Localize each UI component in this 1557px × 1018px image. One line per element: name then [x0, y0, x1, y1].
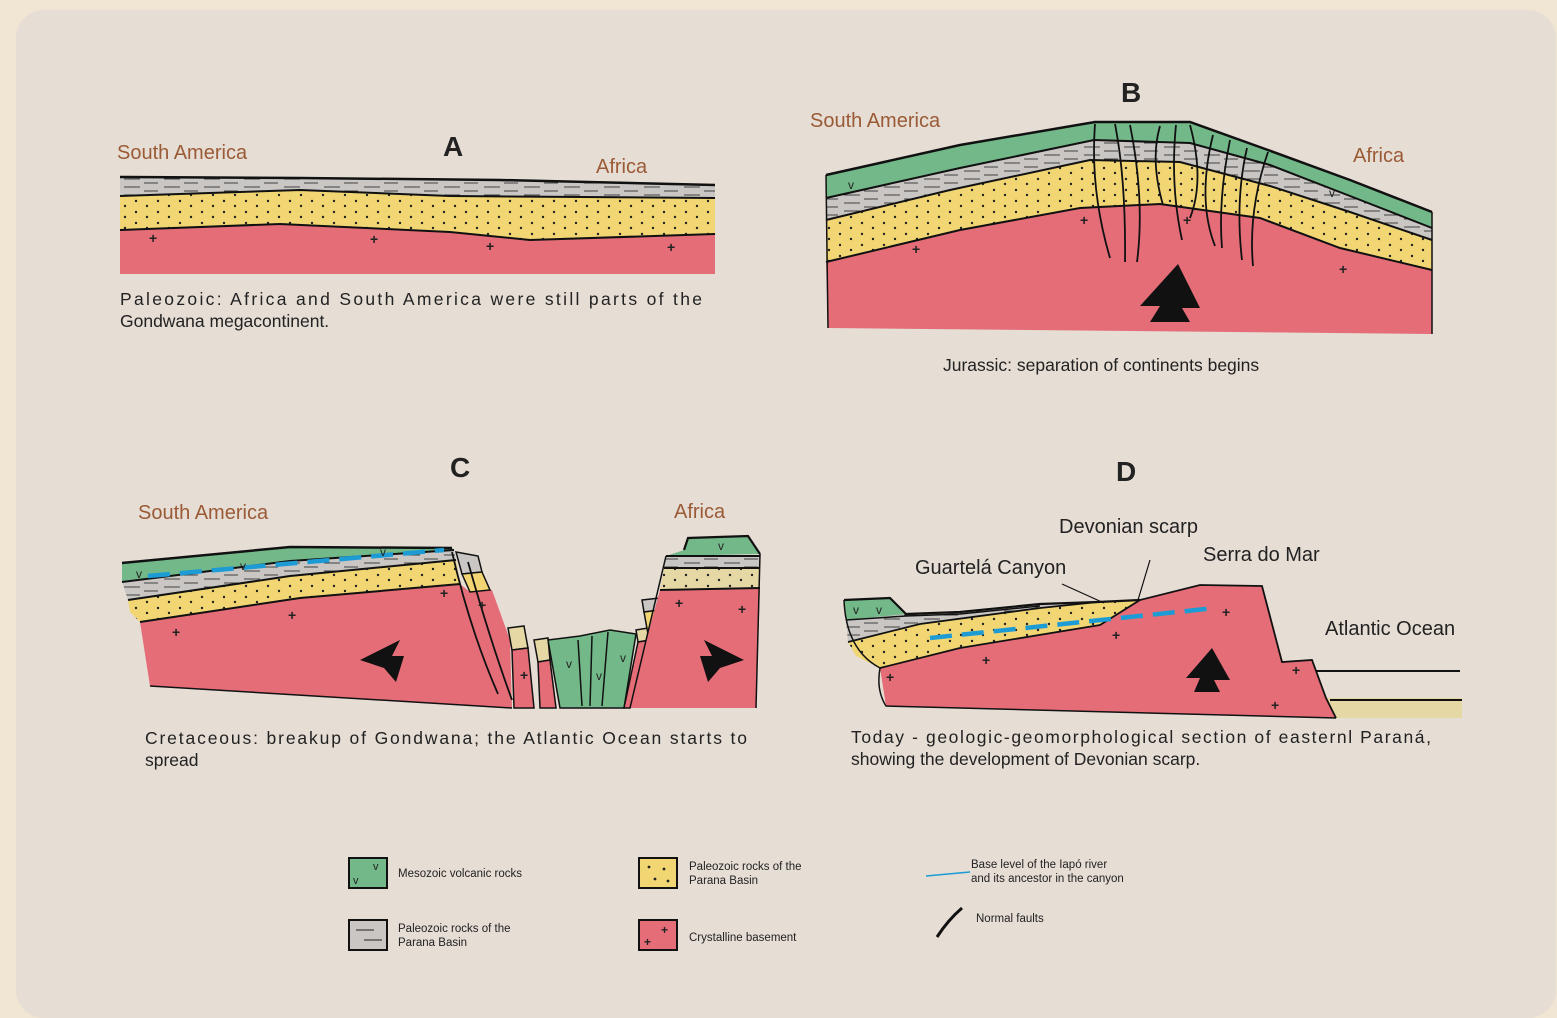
svg-text:v: v: [876, 603, 882, 617]
svg-text:+: +: [520, 667, 528, 683]
svg-text:v: v: [596, 669, 602, 683]
section-d-letter: D: [1116, 456, 1136, 487]
svg-text:v: v: [566, 657, 572, 671]
legend-label-sandstone-1: Paleozoic rocks of the: [689, 861, 802, 873]
section-a-letter: A: [443, 131, 463, 162]
label-guartela-canyon: Guartelá Canyon: [915, 557, 1066, 579]
caption-a-line1: Paleozoic: Africa and South America were…: [120, 289, 702, 309]
label-south-america-a: South America: [117, 142, 248, 164]
svg-text:+: +: [912, 241, 920, 257]
legend-swatch-sandstone: [639, 858, 677, 888]
legend-swatch-shale: [349, 920, 387, 950]
svg-text:v: v: [240, 559, 246, 573]
label-africa-c: Africa: [674, 501, 726, 523]
label-devonian-scarp: Devonian scarp: [1059, 516, 1198, 538]
legend-swatch-basement: + +: [639, 920, 677, 950]
legend-label-basement: Crystalline basement: [689, 932, 797, 944]
section-b-letter: B: [1121, 77, 1141, 108]
svg-text:+: +: [486, 238, 494, 254]
section-d: v v + + + + + + D Devonian scarp Guartel…: [844, 456, 1462, 769]
legend-label-volcanic: Mesozoic volcanic rocks: [398, 868, 522, 880]
svg-text:+: +: [1183, 212, 1191, 228]
legend-label-shale-1: Paleozoic rocks of the: [398, 923, 511, 935]
svg-text:v: v: [353, 875, 359, 887]
legend-label-faults: Normal faults: [976, 913, 1044, 925]
svg-text:+: +: [288, 607, 296, 623]
svg-text:+: +: [1112, 627, 1120, 643]
svg-text:+: +: [982, 652, 990, 668]
svg-text:+: +: [172, 624, 180, 640]
svg-text:v: v: [380, 545, 386, 559]
svg-text:v: v: [848, 178, 854, 192]
legend-swatch-volcanic: v v: [349, 858, 387, 888]
svg-text:+: +: [1339, 261, 1347, 277]
legend-symbol-fault: [937, 908, 962, 937]
legend: v v Mesozoic volcanic rocks Paleozoic ro…: [349, 858, 1124, 950]
caption-a-line2: Gondwana megacontinent.: [120, 311, 329, 331]
svg-text:+: +: [738, 601, 746, 617]
svg-text:v: v: [853, 603, 859, 617]
section-c-letter: C: [450, 452, 470, 483]
legend-label-river-2: and its ancestor in the canyon: [971, 873, 1124, 885]
label-south-america-b: South America: [810, 110, 941, 132]
legend-label-river-1: Base level of the Iapó river: [971, 859, 1107, 871]
caption-b: Jurassic: separation of continents begin…: [943, 355, 1259, 375]
legend-label-shale-2: Parana Basin: [398, 937, 467, 949]
svg-text:v: v: [620, 651, 626, 665]
label-serra-do-mar: Serra do Mar: [1203, 544, 1320, 566]
caption-c-line2: spread: [145, 750, 199, 770]
caption-d-line1: Today - geologic-geomorphological sectio…: [851, 727, 1431, 747]
section-c: v v v v v v v + + + + + + + C South Amer…: [122, 452, 760, 770]
svg-text:v: v: [1329, 186, 1335, 200]
label-africa-a: Africa: [596, 156, 648, 178]
svg-text:v: v: [718, 539, 724, 553]
section-b: v v + + + + B South America Africa Juras…: [810, 77, 1432, 375]
svg-text:+: +: [370, 231, 378, 247]
svg-text:+: +: [675, 595, 683, 611]
svg-text:+: +: [886, 669, 894, 685]
volcanic-layer-right: [666, 536, 760, 556]
label-south-america-c: South America: [138, 502, 269, 524]
legend-symbol-river: [926, 872, 970, 876]
caption-c-line1: Cretaceous: breakup of Gondwana; the Atl…: [145, 728, 747, 748]
svg-text:+: +: [1080, 212, 1088, 228]
label-africa-b: Africa: [1353, 145, 1405, 167]
section-a: + + + + A South America Africa Paleozoic…: [117, 131, 715, 331]
svg-text:+: +: [478, 597, 486, 613]
svg-text:+: +: [1292, 662, 1300, 678]
svg-text:+: +: [667, 239, 675, 255]
caption-d-line2: showing the development of Devonian scar…: [851, 749, 1200, 769]
svg-text:+: +: [644, 935, 651, 949]
svg-text:+: +: [440, 585, 448, 601]
label-atlantic-ocean: Atlantic Ocean: [1325, 618, 1455, 640]
svg-text:+: +: [1222, 604, 1230, 620]
svg-text:+: +: [1271, 697, 1279, 713]
svg-text:v: v: [136, 567, 142, 581]
svg-text:v: v: [373, 861, 379, 873]
svg-text:+: +: [661, 923, 668, 937]
legend-label-sandstone-2: Parana Basin: [689, 875, 758, 887]
svg-text:+: +: [149, 230, 157, 246]
